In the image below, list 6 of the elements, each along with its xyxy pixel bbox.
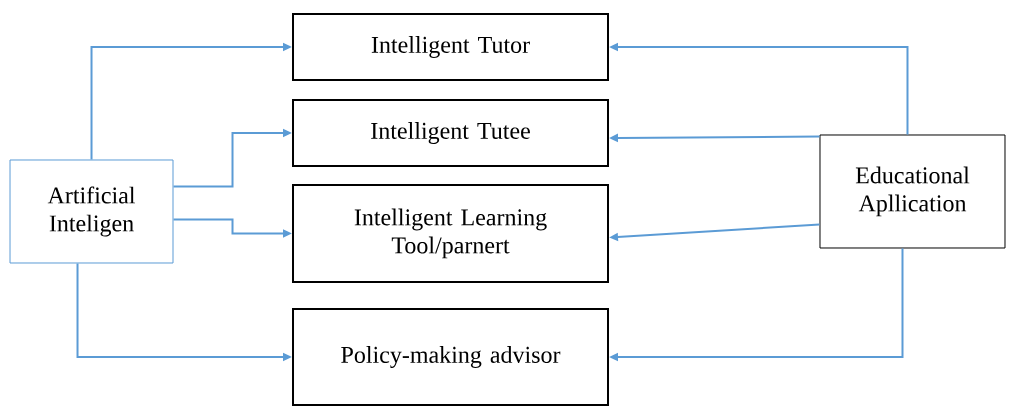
text-box: Intelligent Learning Tool/parnert (292, 184, 609, 283)
text-box: Artificial Inteligen (9, 159, 174, 264)
text-box: Intelligent Tutor (292, 13, 609, 81)
text-box: Policy-making advisor (292, 308, 609, 406)
text-box: Intelligent Tutee (292, 99, 609, 167)
text-box: Educational Apllication (819, 134, 1006, 249)
